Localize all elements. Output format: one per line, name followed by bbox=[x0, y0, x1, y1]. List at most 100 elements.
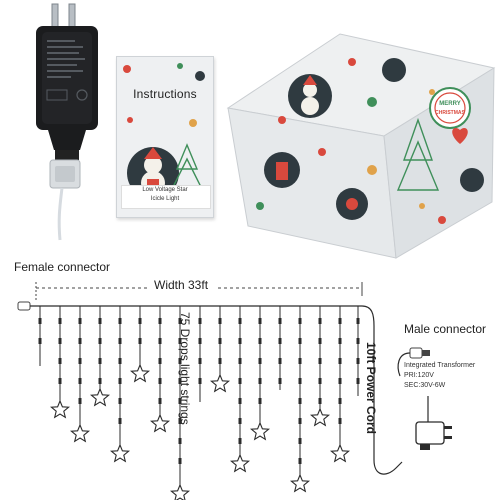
mini-bulb bbox=[258, 318, 262, 324]
power-adapter-image bbox=[36, 3, 98, 241]
mini-bulb bbox=[298, 378, 302, 384]
mini-bulb bbox=[78, 358, 82, 364]
mini-bulb bbox=[298, 398, 302, 404]
mini-bulb bbox=[58, 338, 62, 344]
mini-bulb bbox=[356, 358, 360, 364]
star-bulb-icon bbox=[69, 423, 91, 443]
mini-bulb bbox=[158, 318, 162, 324]
mini-bulb bbox=[298, 458, 302, 464]
mini-bulb bbox=[238, 338, 242, 344]
star-bulb-icon bbox=[149, 413, 171, 433]
mini-bulb bbox=[138, 338, 142, 344]
mini-bulb bbox=[298, 438, 302, 444]
badge-line-2: CHRISTMAS bbox=[435, 110, 465, 116]
mini-bulb bbox=[218, 338, 222, 344]
instructions-subtitle-2: Icicle Light bbox=[150, 196, 180, 202]
mini-bulb bbox=[356, 338, 360, 344]
main-wire bbox=[30, 305, 403, 475]
star-bulb-icon bbox=[169, 483, 191, 500]
instructions-card: Instructions Low Voltage Star Icicle Lig… bbox=[116, 56, 214, 218]
mini-bulb bbox=[238, 398, 242, 404]
mini-bulb bbox=[78, 398, 82, 404]
mini-bulb bbox=[78, 338, 82, 344]
mini-bulb bbox=[258, 398, 262, 404]
plug-icon bbox=[415, 421, 452, 450]
mini-bulb bbox=[298, 418, 302, 424]
badge-line-1: MERRY bbox=[439, 101, 460, 107]
mini-bulb bbox=[178, 398, 182, 404]
mini-bulb bbox=[178, 458, 182, 464]
female-connector-label: Female connector bbox=[14, 260, 111, 274]
mini-bulb bbox=[38, 318, 42, 324]
mini-bulb bbox=[238, 438, 242, 444]
mini-bulb bbox=[58, 318, 62, 324]
mini-bulb bbox=[238, 318, 242, 324]
mini-bulb bbox=[338, 358, 342, 364]
mini-bulb bbox=[258, 358, 262, 364]
mini-bulb bbox=[78, 378, 82, 384]
instructions-subtitle-1: Low Voltage Star bbox=[142, 187, 188, 193]
mini-bulb bbox=[338, 418, 342, 424]
mini-bulb bbox=[338, 378, 342, 384]
mini-bulb bbox=[78, 318, 82, 324]
mini-bulb bbox=[218, 318, 222, 324]
mini-bulb bbox=[278, 338, 282, 344]
mini-bulb bbox=[158, 378, 162, 384]
transformer-pri: PRI:120V bbox=[404, 372, 434, 379]
mini-bulb bbox=[118, 398, 122, 404]
mini-bulb bbox=[198, 358, 202, 364]
mini-bulb bbox=[238, 418, 242, 424]
adapter-cord bbox=[57, 187, 64, 241]
star-bulb-icon bbox=[249, 421, 271, 441]
mini-bulb bbox=[198, 318, 202, 324]
mini-bulb bbox=[118, 318, 122, 324]
star-bulb-icon bbox=[109, 443, 131, 463]
transformer-sec: SEC:30V-6W bbox=[404, 382, 446, 389]
mini-bulb bbox=[318, 318, 322, 324]
mini-bulb bbox=[178, 378, 182, 384]
mini-bulb bbox=[158, 398, 162, 404]
star-bulb-icon bbox=[309, 407, 331, 427]
instructions-title: Instructions bbox=[133, 87, 197, 101]
transformer-title: Integrated Transformer bbox=[404, 362, 476, 369]
male-connector-label: Male connector bbox=[404, 322, 487, 336]
mini-bulb bbox=[118, 338, 122, 344]
mini-bulb bbox=[218, 358, 222, 364]
star-bulb-icon bbox=[129, 363, 151, 383]
mini-bulb bbox=[338, 318, 342, 324]
mini-bulb bbox=[258, 338, 262, 344]
mini-bulb bbox=[58, 378, 62, 384]
mini-bulb bbox=[38, 338, 42, 344]
mini-bulb bbox=[298, 338, 302, 344]
male-connector-diagram bbox=[397, 347, 452, 450]
mini-bulb bbox=[118, 418, 122, 424]
mini-bulb bbox=[318, 398, 322, 404]
mini-bulb bbox=[98, 318, 102, 324]
mini-bulb bbox=[278, 318, 282, 324]
mini-bulb bbox=[356, 318, 360, 324]
mini-bulb bbox=[58, 358, 62, 364]
mini-bulb bbox=[178, 438, 182, 444]
mini-bulb bbox=[318, 358, 322, 364]
mini-bulb bbox=[178, 418, 182, 424]
mini-bulb bbox=[138, 318, 142, 324]
star-bulb-icon bbox=[49, 399, 71, 419]
mini-bulb bbox=[356, 378, 360, 384]
mini-bulb bbox=[98, 378, 102, 384]
mini-bulb bbox=[118, 378, 122, 384]
mini-bulb bbox=[178, 338, 182, 344]
mini-bulb bbox=[118, 358, 122, 364]
mini-bulb bbox=[178, 318, 182, 324]
mini-bulb bbox=[338, 398, 342, 404]
star-bulb-icon bbox=[209, 373, 231, 393]
drops-label: 75 Drops light strings bbox=[178, 312, 192, 425]
mini-bulb bbox=[238, 358, 242, 364]
mini-bulb bbox=[318, 338, 322, 344]
mini-bulb bbox=[198, 338, 202, 344]
gift-box-image: MERRY CHRISTMAS bbox=[226, 33, 496, 259]
mini-bulb bbox=[278, 378, 282, 384]
power-cord-label: 10ft Power Cord bbox=[364, 342, 378, 435]
drop-strings bbox=[38, 306, 360, 500]
mini-bulb bbox=[198, 378, 202, 384]
